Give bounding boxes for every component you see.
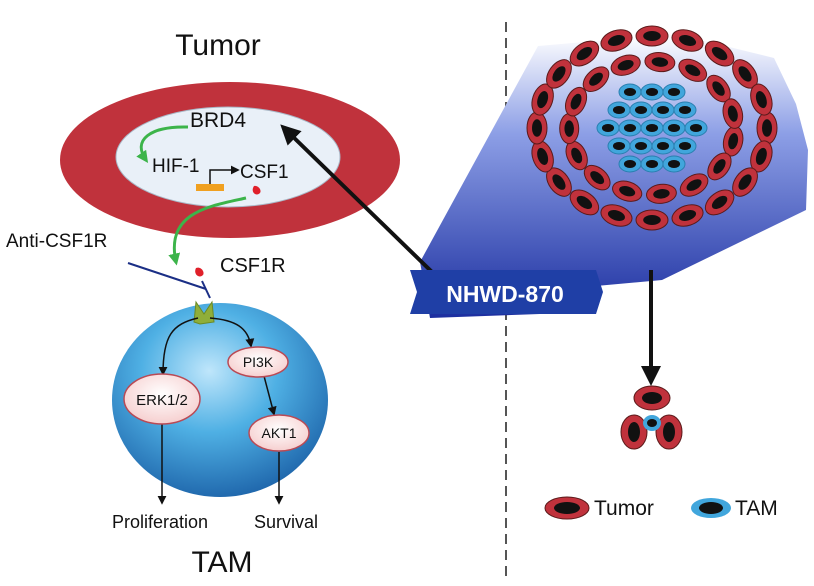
tumor-cell-mark: [610, 54, 641, 76]
legend-tumor-label: Tumor: [594, 497, 654, 520]
tumor-cell-mark: [569, 189, 600, 216]
tumor-cell-mark: [671, 29, 704, 52]
anti-csf1r-label: Anti-CSF1R: [6, 231, 107, 252]
tam-cell-mark: [651, 101, 675, 119]
tumor-cell-mark: [583, 164, 611, 191]
csf1-secretion-arrow: [168, 196, 247, 266]
csf1-ligand-extracellular: [195, 267, 204, 277]
legend-tam-label: TAM: [735, 497, 778, 520]
csf1r-receptor: [193, 300, 215, 325]
tam-cell-mark: [673, 137, 697, 155]
tumor-cell-mark: [612, 180, 643, 202]
tumor-cell-mark: [546, 59, 572, 89]
tam-cell-mark: [662, 155, 686, 173]
tumor-cell-mark: [722, 98, 744, 129]
tumor-cell-mark: [671, 204, 704, 227]
tam-cell-mark: [640, 119, 664, 137]
erk-node: ERK1/2: [123, 373, 201, 425]
tumor-cell-mark: [635, 209, 669, 231]
akt-node: AKT1: [248, 414, 310, 452]
tam-cell-mark: [629, 137, 653, 155]
tam-cell-mark: [596, 119, 620, 137]
proliferation-label: Proliferation: [112, 512, 208, 532]
tumor-cell: [60, 82, 400, 238]
transcription-arrow: [209, 165, 240, 184]
survival-label: Survival: [254, 512, 318, 532]
tumor-callout-ribbon: [420, 34, 808, 318]
promoter-bar: [196, 184, 224, 191]
nhwd870-to-brd4-arrow: [280, 124, 434, 274]
tam-cell-mark: [607, 101, 631, 119]
tam-cell-mark: [607, 137, 631, 155]
receptor-to-pi3k-arrow: [209, 317, 255, 348]
tumor-cell-mark: [564, 86, 588, 117]
tumor-cell-mark: [531, 83, 554, 116]
tumor-cell-mark: [546, 167, 572, 197]
tumor-cell-mark: [582, 66, 610, 93]
tumor-cell-mark: [707, 152, 732, 181]
tumor-cell-mark: [569, 40, 600, 67]
tam-cell-mark: [651, 137, 675, 155]
brd4-to-hif1-arrow: [136, 125, 189, 163]
tumor-cell-mark: [732, 59, 758, 89]
tumor-cell-mark: [704, 189, 735, 216]
csf1r-label: CSF1R: [220, 255, 286, 277]
tumor-cell-mark: [644, 51, 676, 73]
tumor-cell-mark: [704, 40, 735, 67]
tumor-cell-mark: [750, 83, 773, 116]
pi3k-node: PI3K: [227, 346, 289, 378]
tumor-cell-mark: [645, 183, 677, 204]
tam-cell-mark: [640, 83, 664, 101]
tumor-cell-mark: [565, 140, 588, 171]
tam-cell-mark: [662, 119, 686, 137]
tumor-cell-mark: [600, 29, 633, 52]
tumor-cluster-large: [526, 25, 778, 231]
tam-cell-mark: [640, 155, 664, 173]
receptor-to-erk-arrow: [158, 317, 199, 376]
tumor-cell-mark: [526, 111, 548, 145]
hif1-label: HIF-1: [152, 156, 200, 177]
legend-tam-swatch: [691, 498, 731, 518]
tumor-cell-mark: [756, 111, 778, 145]
erk-label: ERK1/2: [136, 392, 188, 409]
tam-cell-mark: [673, 101, 697, 119]
nhwd870-badge: [410, 270, 603, 314]
tumor-cell-mark: [559, 113, 580, 145]
tumor-cluster-small: [620, 385, 683, 450]
tam-cell-mark: [618, 83, 642, 101]
csf1-label: CSF1: [240, 162, 289, 183]
akt-label: AKT1: [261, 425, 296, 441]
tumor-cell-mark: [600, 204, 633, 227]
pi3k-to-akt-arrow: [263, 375, 277, 416]
brd4-label: BRD4: [190, 109, 246, 132]
tam-cell-mark: [629, 101, 653, 119]
anti-csf1r-inhibition: [127, 262, 211, 299]
tumor-cell-mark: [635, 25, 669, 47]
nhwd870-label: NHWD-870: [446, 281, 564, 307]
tumor-cell-mark: [679, 173, 709, 197]
legend-tumor-swatch: [544, 496, 590, 520]
legend: Tumor TAM: [544, 496, 778, 520]
tumor-title: Tumor: [175, 29, 261, 62]
pi3k-label: PI3K: [243, 354, 274, 370]
tumor-cell-mark: [531, 140, 554, 173]
tam-cell-mark: [684, 119, 708, 137]
csf1-ligand-dot: [252, 185, 261, 195]
tam-title: TAM: [191, 546, 252, 579]
tam-cell-mark: [618, 155, 642, 173]
tam-cell-mark: [662, 83, 686, 101]
tumor-cell-mark: [732, 167, 758, 197]
tam-cell-mark: [618, 119, 642, 137]
tumor-cell-mark: [678, 58, 708, 82]
